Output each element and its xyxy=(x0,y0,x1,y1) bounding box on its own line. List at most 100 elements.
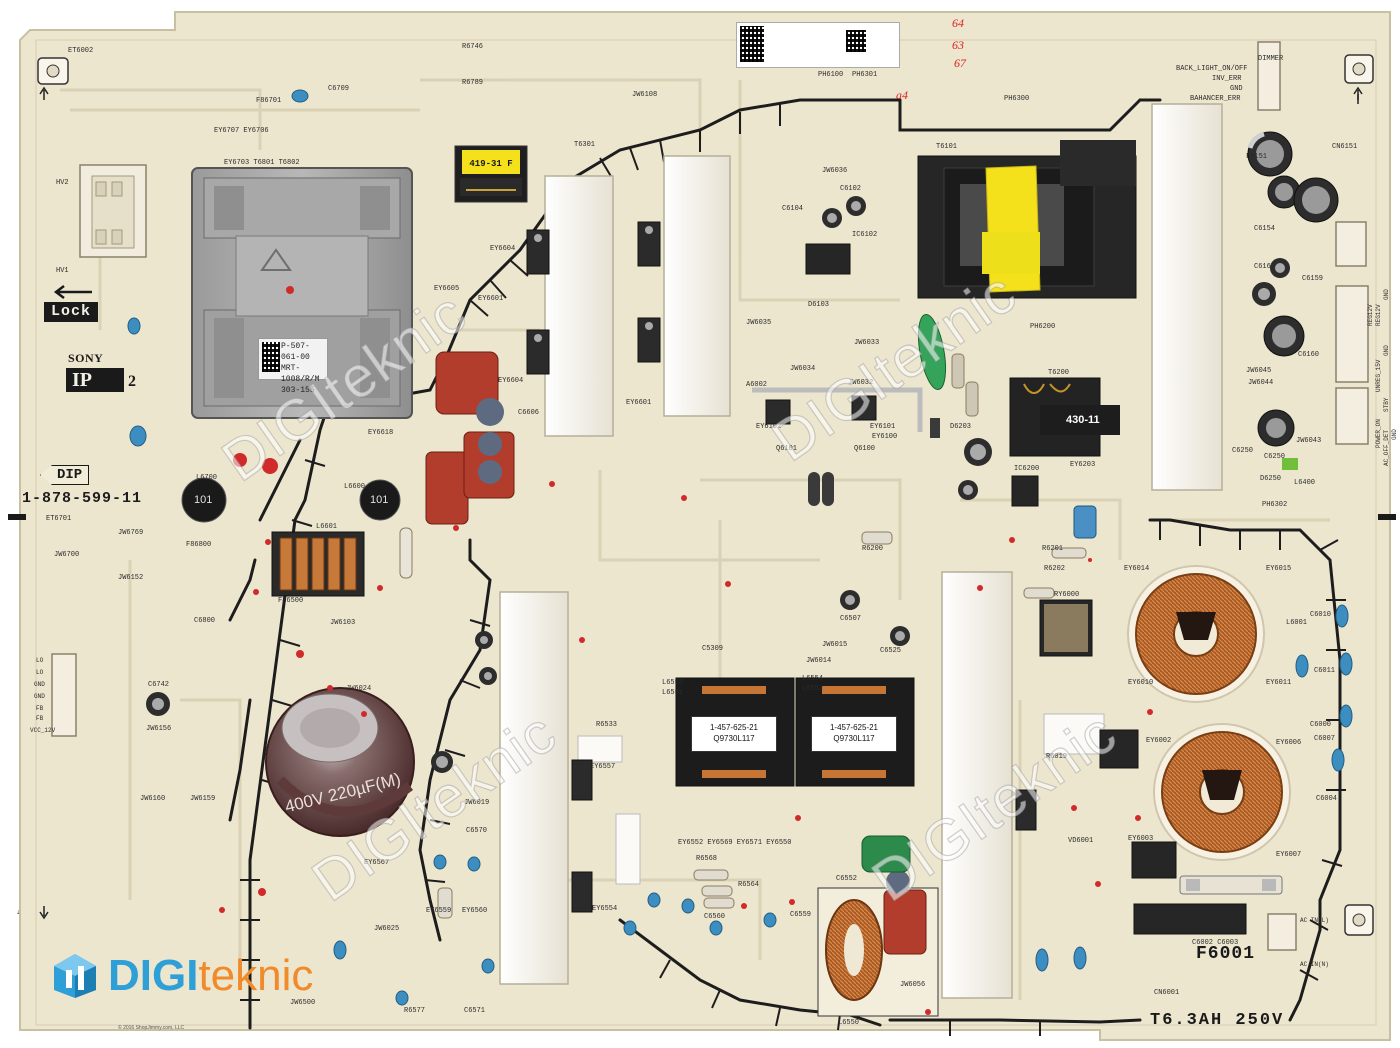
digiteknic-logo-icon xyxy=(50,952,100,1000)
silk-ref-r6568: R6568 xyxy=(696,855,718,863)
silk-ref-r6533: R6533 xyxy=(596,721,618,729)
silk-conn-reg12v-1: REG12V xyxy=(1367,304,1374,326)
silk-ref-et6701: ET6701 xyxy=(46,515,72,523)
choke-label-left-line-1: 1-457-625-21 xyxy=(709,723,759,732)
digiteknic-logo-text-part-1: DIGI xyxy=(108,951,199,1000)
silk-conn-unreg: UNREG_15V xyxy=(1375,359,1382,392)
silk-ref-t6301: T6301 xyxy=(574,141,596,149)
silk-ref-jw6025: JW6025 xyxy=(374,925,400,933)
silk-ref-c6007: C6007 xyxy=(1314,735,1336,743)
silk-ref-f86800: F86800 xyxy=(186,541,212,549)
silk-conn-gnd-r1: GND xyxy=(1383,289,1390,300)
silk-ref-jw6160: JW6160 xyxy=(140,795,166,803)
silk-ref-c6570: C6570 xyxy=(466,827,488,835)
choke-label-right-line-2: Q9730L117 xyxy=(833,734,875,743)
silk-ref-jw6108: JW6108 xyxy=(632,91,658,99)
silk-ref-ph6300: PH6300 xyxy=(1004,95,1030,103)
silk-ref-ey6014: EY6014 xyxy=(1124,565,1150,573)
silk-ref-c6559: C6559 xyxy=(790,911,812,919)
silk-ref-nb-left: ⇣ xyxy=(16,909,21,917)
silk-ref-jw6103: JW6103 xyxy=(330,619,356,627)
silk-ref-et6002: ET6002 xyxy=(68,47,94,55)
silk-ref-jw6044: JW6044 xyxy=(1248,379,1274,387)
silk-ref-jw6769: JW6769 xyxy=(118,529,144,537)
silk-ref-c6507: C6507 xyxy=(840,615,862,623)
silk-ref-cn6001: CN6001 xyxy=(1154,989,1180,997)
silk-conn-reg12v-2: REG12V xyxy=(1375,304,1382,326)
silk-conn-fb-2: FB xyxy=(36,715,44,722)
silk-ac-in-n: AC IN(N) xyxy=(1300,961,1329,968)
silk-ref-jw6159: JW6159 xyxy=(190,795,216,803)
handwritten-mark-1: 64 xyxy=(952,16,964,30)
silk-ref-f86701: F86701 xyxy=(256,97,282,105)
silk-ref-jw6700: JW6700 xyxy=(54,551,80,559)
silk-ref-ey6703: EY6703 T6801 T6802 xyxy=(224,159,300,167)
silk-ref-l6554: L6554 xyxy=(802,675,824,683)
silk-ref-c6102: C6102 xyxy=(840,185,862,193)
silk-ref-t6200: T6200 xyxy=(1048,369,1070,377)
silk-ref-jw6045: JW6045 xyxy=(1246,367,1272,375)
silk-ref-c6159: C6159 xyxy=(1302,275,1324,283)
copyright-text: © 2016 ShopJimmy.com, LLC xyxy=(118,1025,185,1031)
silk-ref-r6202: R6202 xyxy=(1044,565,1066,573)
silk-ref-ey6601b: EY6601 xyxy=(626,399,652,407)
barcode-qr-1 xyxy=(740,26,764,62)
silk-ref-backlight: BACK_LIGHT_ON/OFF xyxy=(1176,65,1248,73)
silk-ref-c6010: C6010 xyxy=(1310,611,1332,619)
relay-xfmr-label: 430-11 xyxy=(1040,405,1120,435)
silk-ref-gnd: GND xyxy=(1230,85,1243,93)
silk-ref-c5309: C5309 xyxy=(702,645,724,653)
silk-ref-ey6707: EY6707 EY6706 xyxy=(214,127,269,135)
silk-ref-r6746: R6746 xyxy=(462,43,484,51)
silk-ref-ey6100: EY6100 xyxy=(872,433,898,441)
silk-conn-vcc: VCC_12V xyxy=(30,727,56,734)
silk-ref-jw6034: JW6034 xyxy=(790,365,816,373)
choke-label-right-line-1: 1-457-625-21 xyxy=(829,723,879,732)
silk-ref-r6019: R6019 xyxy=(1046,753,1068,761)
silk-ref-a6002: A6002 xyxy=(746,381,768,389)
silk-ref-r6201: R6201 xyxy=(1042,545,1064,553)
sony-silk: SONY xyxy=(68,351,104,365)
silk-ref-ey6604: EY6604 xyxy=(490,245,516,253)
silk-ref-jw6152: JW6152 xyxy=(118,574,144,582)
silk-ref-ey6554: EY6554 xyxy=(592,905,618,913)
transformer-sticker-line-2: MRT-1008/R/M xyxy=(281,364,320,384)
silk-ref-ey6618: EY6618 xyxy=(368,429,394,437)
silk-ref-ey6002: EY6002 xyxy=(1146,737,1172,745)
silk-conn-gnd-r3: GND xyxy=(1391,429,1398,440)
silk-conn-power-on: POWER_ON xyxy=(1375,419,1382,448)
silk-ref-l6601: L6601 xyxy=(316,523,338,531)
silk-ref-c6742: C6742 xyxy=(148,681,170,689)
silk-ref-r6789: R6789 xyxy=(462,79,484,87)
silk-ref-hv1: HV1 xyxy=(56,267,69,275)
silk-ref-l6001: L6001 xyxy=(1286,619,1308,627)
silk-ref-l6552: L6552 xyxy=(802,685,824,693)
silk-ref-ey6559: EY6559 xyxy=(426,907,452,915)
silk-ref-jw6156: JW6156 xyxy=(146,725,172,733)
silk-ref-l6700: L6700 xyxy=(196,474,218,482)
silk-ref-c6160: C6160 xyxy=(1298,351,1320,359)
silk-ref-c6709: C6709 xyxy=(328,85,350,93)
silk-ref-jw6024: JW6024 xyxy=(346,685,372,693)
digiteknic-logo-text: DIGIteknic xyxy=(108,954,313,998)
silk-ref-jw6056: JW6056 xyxy=(900,981,926,989)
silk-ref-jw6033: JW6033 xyxy=(854,339,880,347)
silk-ref-c6525: C6525 xyxy=(880,647,902,655)
silk-ref-ey6560: EY6560 xyxy=(462,907,488,915)
silk-ref-t6101: T6101 xyxy=(936,143,958,151)
silk-ref-dimmer: DIMMER xyxy=(1258,55,1284,63)
silk-ref-ey6003: EY6003 xyxy=(1128,835,1154,843)
lock-label: Lock xyxy=(44,302,98,322)
silk-conn-stby: STBY xyxy=(1383,397,1390,412)
board-id-sub: 2 xyxy=(128,373,136,390)
silk-ac-in-l: AC IN(L) xyxy=(1300,917,1329,924)
silk-ref-ry6000: RY6000 xyxy=(1054,591,1080,599)
silk-ref-ic6200: IC6200 xyxy=(1014,465,1040,473)
silk-ref-ey6101: EY6101 xyxy=(870,423,896,431)
silk-ref-ey6102: EY6102 xyxy=(756,423,782,431)
silk-ref-c6800: C6800 xyxy=(194,617,216,625)
silk-ref-jw6043: JW6043 xyxy=(1296,437,1322,445)
board-id-box: IP xyxy=(66,368,124,392)
silk-ref-r6564: R6564 xyxy=(738,881,760,889)
silk-ref-ey6011: EY6011 xyxy=(1266,679,1292,687)
